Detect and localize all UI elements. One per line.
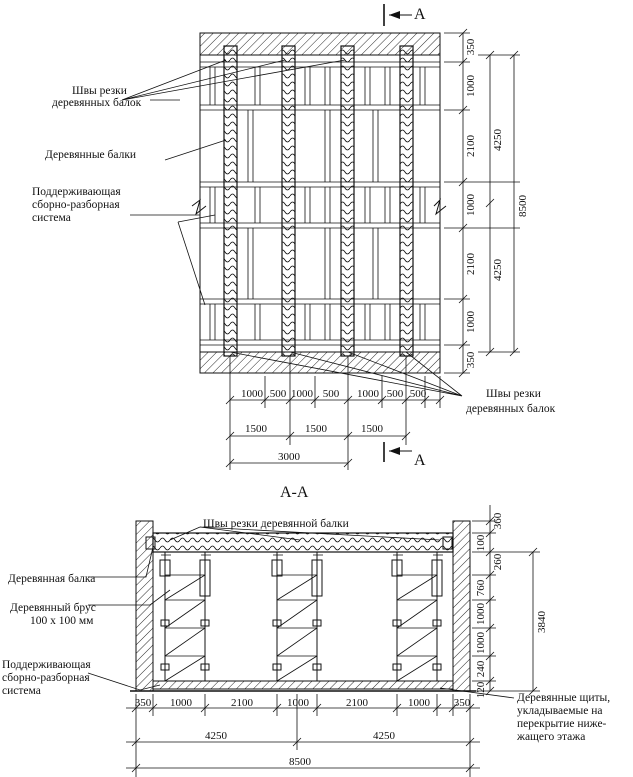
plan-dim-bottom-row2-1: 1500 xyxy=(305,423,328,435)
plan-beam-1 xyxy=(223,45,238,357)
plan-dim-right-mid-1: 4250 xyxy=(492,259,504,282)
plan-label-seams-bottom-1: Швы резки xyxy=(486,388,541,400)
section-dim-bottom-2: 2100 xyxy=(231,697,254,709)
plan-dim-bottom-row2-2: 1500 xyxy=(361,423,384,435)
section-title: А-А xyxy=(280,484,309,501)
plan-dim-bottom-0: 1000 xyxy=(241,388,264,400)
section-dim-right-3: 760 xyxy=(475,579,487,596)
plan-dims-bottom xyxy=(225,356,445,470)
plan-dim-bottom-1: 500 xyxy=(270,388,287,400)
section-label-boards-2: укладываемые на xyxy=(517,705,603,717)
section-dim-bottom-3: 1000 xyxy=(287,697,310,709)
plan-dim-right-mid-0: 4250 xyxy=(492,129,504,152)
plan-beam-3 xyxy=(340,45,355,357)
plan-break-left xyxy=(191,198,207,216)
plan-dim-right-4: 2100 xyxy=(465,253,477,276)
section-dim-bottom-0: 350 xyxy=(135,697,152,709)
plan-label-beams: Деревянные балки xyxy=(45,149,136,161)
section-dims-bottom xyxy=(126,694,480,777)
section-label-top-seams: Швы резки деревянной балки xyxy=(203,518,349,530)
section-dims-right xyxy=(472,505,540,696)
plan-dim-bottom-6: 500 xyxy=(410,388,427,400)
section-leaders xyxy=(87,526,515,699)
section-dim-bottom-1: 1000 xyxy=(170,697,193,709)
section-dim-bottom-row2-1: 4250 xyxy=(373,730,396,742)
section-dim-bottom-row2-0: 4250 xyxy=(205,730,228,742)
plan-beam-4 xyxy=(399,45,414,357)
plan-label-seams-top-2: деревянных балок xyxy=(52,97,142,109)
plan-break-right xyxy=(433,198,447,216)
section-floor-boards xyxy=(152,680,454,690)
plan-dim-right-5: 1000 xyxy=(465,311,477,334)
plan-dim-bottom-5: 500 xyxy=(387,388,404,400)
section-wall-left xyxy=(135,520,154,692)
plan-wooden-beams xyxy=(223,45,414,357)
plan-beam-2 xyxy=(281,45,296,357)
section-wall-right xyxy=(452,520,471,692)
section-label-boards-3: перекрытие ниже- xyxy=(517,718,607,730)
plan-leaders xyxy=(121,59,463,397)
section-dim-right-6: 240 xyxy=(475,660,487,677)
section-label-beam: Деревянная балка xyxy=(8,573,95,585)
plan-dims-right xyxy=(444,28,520,378)
plan-dim-right-1: 1000 xyxy=(465,75,477,98)
plan-dim-right-6: 350 xyxy=(465,351,477,368)
plan-label-support-2: сборно-разборная xyxy=(32,199,120,211)
section-label-support-1: Поддерживающая xyxy=(2,659,91,671)
plan-dim-right-3: 1000 xyxy=(465,194,477,217)
plan-view: A A Швы резки деревянных балок Деревянны… xyxy=(32,4,556,470)
plan-dim-bottom-row2-0: 1500 xyxy=(245,423,268,435)
section-dim-right-5: 1000 xyxy=(475,632,487,655)
plan-dim-right-2: 2100 xyxy=(465,135,477,158)
plan-dim-right-total: 8500 xyxy=(517,195,529,218)
plan-section-mark-top: A xyxy=(383,4,426,26)
plan-wall-bottom xyxy=(199,351,441,374)
plan-dim-bottom-4: 1000 xyxy=(357,388,380,400)
plan-grid-posts xyxy=(209,67,426,340)
section-view: А-А Швы резки деревянной бал xyxy=(2,484,610,777)
section-dim-bottom-6: 350 xyxy=(454,697,471,709)
plan-dim-bottom-total: 3000 xyxy=(278,451,301,463)
plan-label-seams-bottom-2: деревянных балок xyxy=(466,403,556,415)
section-label-boards-4: жащего этажа xyxy=(516,731,585,743)
section-dim-right-total: 3840 xyxy=(536,611,548,634)
plan-section-mark-bottom: A xyxy=(383,442,426,469)
section-label-timber-2: 100 х 100 мм xyxy=(30,615,94,627)
section-beam-end-left xyxy=(145,536,156,550)
section-label-boards-1: Деревянные щиты, xyxy=(517,692,610,704)
section-label-support-3: система xyxy=(2,685,41,697)
section-label-timber-1: Деревянный брус xyxy=(10,602,96,614)
section-label-support-2: сборно-разборная xyxy=(2,672,90,684)
section-dim-right-1: 100 xyxy=(475,534,487,551)
plan-label-support-3: система xyxy=(32,212,71,224)
section-mark-label: A xyxy=(414,6,426,23)
section-dim-bottom-total: 8500 xyxy=(289,756,312,768)
section-dim-right-7: 120 xyxy=(475,681,487,698)
plan-label-seams-top-1: Швы резки xyxy=(72,85,127,97)
section-beam-end-right xyxy=(442,536,453,550)
section-dim-bottom-4: 2100 xyxy=(346,697,369,709)
plan-label-support-1: Поддерживающая xyxy=(32,186,121,198)
section-mark-label: A xyxy=(414,452,426,469)
plan-wall-top xyxy=(199,32,441,56)
plan-dim-bottom-2: 1000 xyxy=(291,388,314,400)
section-dim-right-2: 260 xyxy=(492,553,504,570)
section-support-towers xyxy=(159,552,443,682)
section-dim-right-0: 360 xyxy=(492,512,504,529)
section-wooden-beam xyxy=(152,532,454,553)
plan-dim-right-0: 350 xyxy=(465,38,477,55)
section-dim-right-4: 1000 xyxy=(475,603,487,626)
section-dim-bottom-5: 1000 xyxy=(408,697,431,709)
plan-dim-bottom-3: 500 xyxy=(323,388,340,400)
